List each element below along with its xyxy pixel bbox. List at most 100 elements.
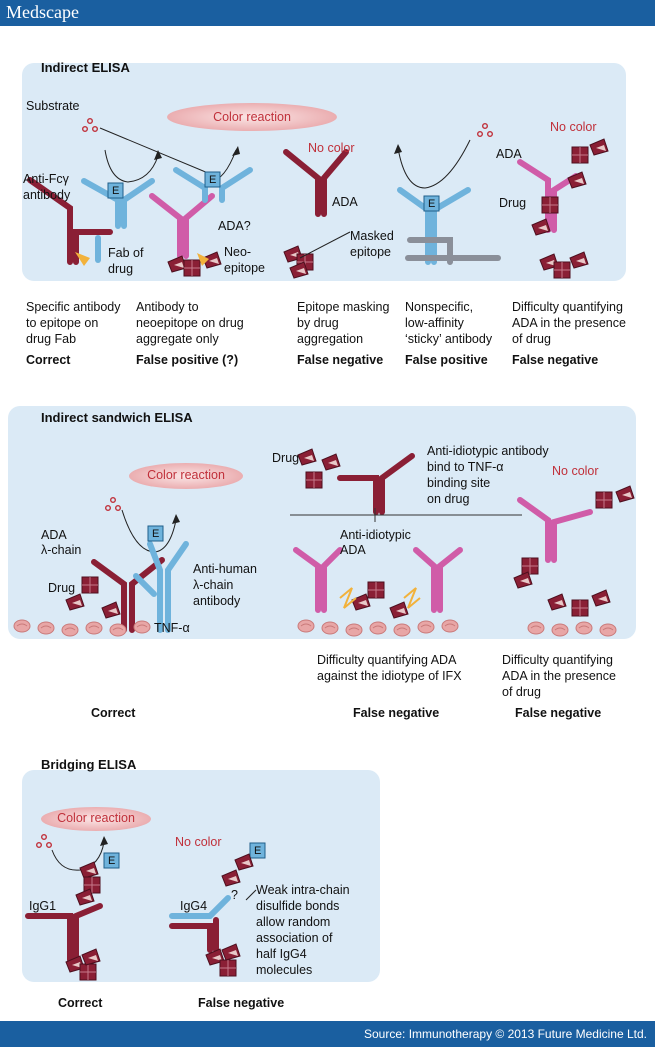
- panel2-title: Indirect sandwich ELISA: [41, 410, 193, 425]
- panel1-masked-label-2: epitope: [350, 245, 392, 259]
- panel3-enzyme-2: E: [254, 845, 262, 857]
- panel1-neo-label-2: epitope: [224, 261, 266, 275]
- scene-idiotype-antibody: [337, 453, 415, 515]
- panel2-enzyme: E: [152, 528, 160, 540]
- panel3-igg4-label: IgG4: [180, 899, 208, 913]
- brand-logo: Medscape: [6, 2, 79, 22]
- panel-indirect-elisa: [22, 63, 626, 281]
- panel1-desc3-line2: by drug: [297, 316, 339, 330]
- panel1-title: Indirect ELISA: [41, 60, 130, 75]
- footer-bar: Source: Immunotherapy © 2013 Future Medi…: [0, 1021, 655, 1047]
- panel2-drug-label: Drug: [48, 581, 76, 595]
- scene-sandwich-correct: [91, 541, 189, 633]
- scene-bridging-igg1: [25, 903, 103, 963]
- panel2-ada-label-1: ADA: [41, 528, 67, 542]
- scene-bridging-igg4: [169, 895, 231, 953]
- panel3-enzyme-1: E: [108, 855, 116, 867]
- panel2-result1: Correct: [91, 706, 136, 720]
- panel1-result3: False negative: [297, 353, 384, 367]
- scene5-ada-drug: [517, 159, 579, 233]
- panel2-desc3-line2: ADA in the presence: [502, 669, 616, 683]
- panel1-desc1-line2: to epitope on: [26, 316, 99, 330]
- scene3-ada-no-color: [283, 149, 349, 217]
- panel2-desc2-line1: Difficulty quantifying ADA: [317, 653, 457, 667]
- panel2-tnf-label: TNF-α: [154, 621, 190, 635]
- scene2-ada-neoepitope: [149, 167, 253, 259]
- panel3-note-2: disulfide bonds: [256, 899, 340, 913]
- scene1-drug-antibody: [27, 177, 155, 265]
- panel1-no-color-a: No color: [308, 141, 355, 155]
- panel3-note-1: Weak intra-chain: [256, 883, 350, 897]
- panel1-enzyme-3: E: [428, 198, 436, 210]
- panel2-ada-label-2: λ-chain: [41, 543, 82, 557]
- panel1-desc4-line3: ‘sticky’ antibody: [405, 332, 493, 346]
- panel2-result2: False negative: [353, 706, 440, 720]
- panel1-desc4-line1: Nonspecific,: [405, 300, 474, 314]
- panel3-note-5: half IgG4: [256, 947, 307, 961]
- panel3-color-reaction: Color reaction: [57, 811, 135, 825]
- panel3-no-color: No color: [175, 835, 222, 849]
- panel2-idio-note-3: binding site: [427, 476, 491, 490]
- panel2-idio-note-4: on drug: [427, 492, 470, 506]
- panel2-result3: False negative: [515, 706, 602, 720]
- panel1-desc5-line2: ADA in the presence: [512, 316, 626, 330]
- panel2-color-reaction: Color reaction: [147, 468, 225, 482]
- scene4-sticky-antibody: [397, 187, 501, 265]
- panel1-result5: False negative: [512, 353, 599, 367]
- enzyme-box: [107, 182, 124, 199]
- panel3-note-4: association of: [256, 931, 333, 945]
- panel2-anti-label-1: Anti-human: [193, 562, 257, 576]
- panel1-desc2-line2: neoepitope on drug: [136, 316, 244, 330]
- panel2-idio-label-1: Anti-idiotypic: [340, 528, 411, 542]
- panel-bridging-elisa: [22, 770, 380, 982]
- panel1-no-color-b: No color: [550, 120, 597, 134]
- panel1-anti-fc-label-2: antibody: [23, 188, 71, 202]
- panel1-substrate-label: Substrate: [26, 99, 80, 113]
- panel3-result1: Correct: [58, 996, 103, 1010]
- panel2-drug-top-label: Drug: [272, 451, 300, 465]
- panel1-enzyme-1: E: [112, 185, 120, 197]
- panel1-drug-b: Drug: [499, 196, 527, 210]
- panel1-desc2-line1: Antibody to: [136, 300, 199, 314]
- panel1-anti-fc-label-1: Anti-Fcγ: [23, 172, 69, 186]
- source-credit: Source: Immunotherapy © 2013 Future Medi…: [364, 1027, 647, 1041]
- panel2-idio-label-2: ADA: [340, 543, 366, 557]
- panel1-masked-label-1: Masked: [350, 229, 394, 243]
- panel2-idio-note-1: Anti-idiotypic antibody: [427, 444, 549, 458]
- panel1-enzyme-2: E: [209, 174, 217, 186]
- panel1-neo-label-1: Neo-: [224, 245, 252, 259]
- color-reaction-pill: [167, 103, 337, 131]
- panel2-desc2-line2: against the idiotype of IFX: [317, 669, 462, 683]
- panel1-desc1-line3: drug Fab: [26, 332, 77, 346]
- panel1-desc3-line1: Epitope masking: [297, 300, 390, 314]
- substrate-dots: [81, 117, 99, 133]
- scene-sandwich-drug: [517, 497, 593, 563]
- scene-idiotype-ada: [293, 547, 463, 613]
- panel2-anti-label-2: λ-chain: [193, 578, 234, 592]
- panel3-title: Bridging ELISA: [41, 757, 137, 772]
- panel2-idio-note-2: bind to TNF-α: [427, 460, 504, 474]
- panel3-note-3: allow random: [256, 915, 331, 929]
- panel1-fab-label-2: drug: [108, 262, 134, 276]
- panel1-desc5-line1: Difficulty quantifying: [512, 300, 623, 314]
- panel3-result2: False negative: [198, 996, 285, 1010]
- panel1-desc2-line3: aggregate only: [136, 332, 219, 346]
- panel2-desc3-line1: Difficulty quantifying: [502, 653, 613, 667]
- panel1-desc5-line3: of drug: [512, 332, 551, 346]
- panel1-ada-a: ADA: [332, 195, 358, 209]
- panel1-result1: Correct: [26, 353, 71, 367]
- panel1-fab-label-1: Fab of: [108, 246, 144, 260]
- panel1-ada-question: ADA?: [218, 219, 251, 233]
- panel3-question-mark: ?: [231, 888, 238, 902]
- panel1-result4: False positive: [405, 353, 488, 367]
- panel3-igg1-label: IgG1: [29, 899, 57, 913]
- panel1-desc3-line3: aggregation: [297, 332, 364, 346]
- panel1-result2: False positive (?): [136, 353, 239, 367]
- panel2-desc3-line3: of drug: [502, 685, 541, 699]
- panel3-note-6: molecules: [256, 963, 313, 977]
- panel2-no-color: No color: [552, 464, 599, 478]
- panel1-ada-b: ADA: [496, 147, 522, 161]
- panel1-color-reaction: Color reaction: [213, 110, 291, 124]
- header-bar: Medscape: [0, 0, 655, 26]
